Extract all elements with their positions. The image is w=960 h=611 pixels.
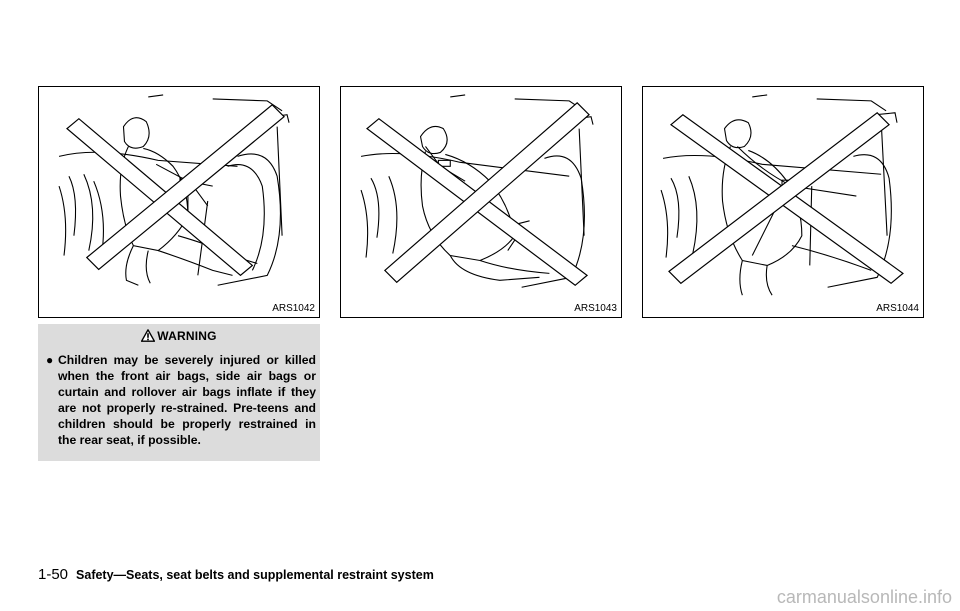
child-kneeling-on-seat-drawing — [660, 94, 904, 296]
illustration-child-front-seat-1: ARS1042 — [38, 86, 320, 318]
child-in-front-seat-drawing — [58, 94, 290, 286]
figure-code: ARS1042 — [272, 303, 315, 314]
section-title: Safety—Seats, seat belts and supplementa… — [76, 568, 434, 582]
warning-box: WARNING ● Children may be severely injur… — [38, 324, 320, 461]
illustration-child-front-seat-2: ARS1043 — [340, 86, 622, 318]
bullet: ● — [46, 353, 54, 367]
page-number: 1-50 — [38, 566, 69, 583]
watermark: carmanualsonline.info — [776, 587, 952, 607]
warning-heading: WARNING — [38, 329, 320, 343]
page-footer: 1-50 Safety—Seats, seat belts and supplem… — [38, 566, 434, 586]
warning-triangle-icon — [141, 329, 156, 342]
child-leaning-forward-drawing — [360, 94, 594, 288]
list-item: ● Children may be severely injured or ki… — [46, 352, 316, 448]
illustration-child-front-seat-3: ARS1044 — [642, 86, 924, 318]
warning-text: Children may be severely injured or kill… — [58, 353, 316, 447]
warning-list: ● Children may be severely injured or ki… — [46, 352, 316, 448]
figure-code: ARS1043 — [574, 303, 617, 314]
figure-code: ARS1044 — [876, 303, 919, 314]
warning-title: WARNING — [157, 329, 217, 343]
